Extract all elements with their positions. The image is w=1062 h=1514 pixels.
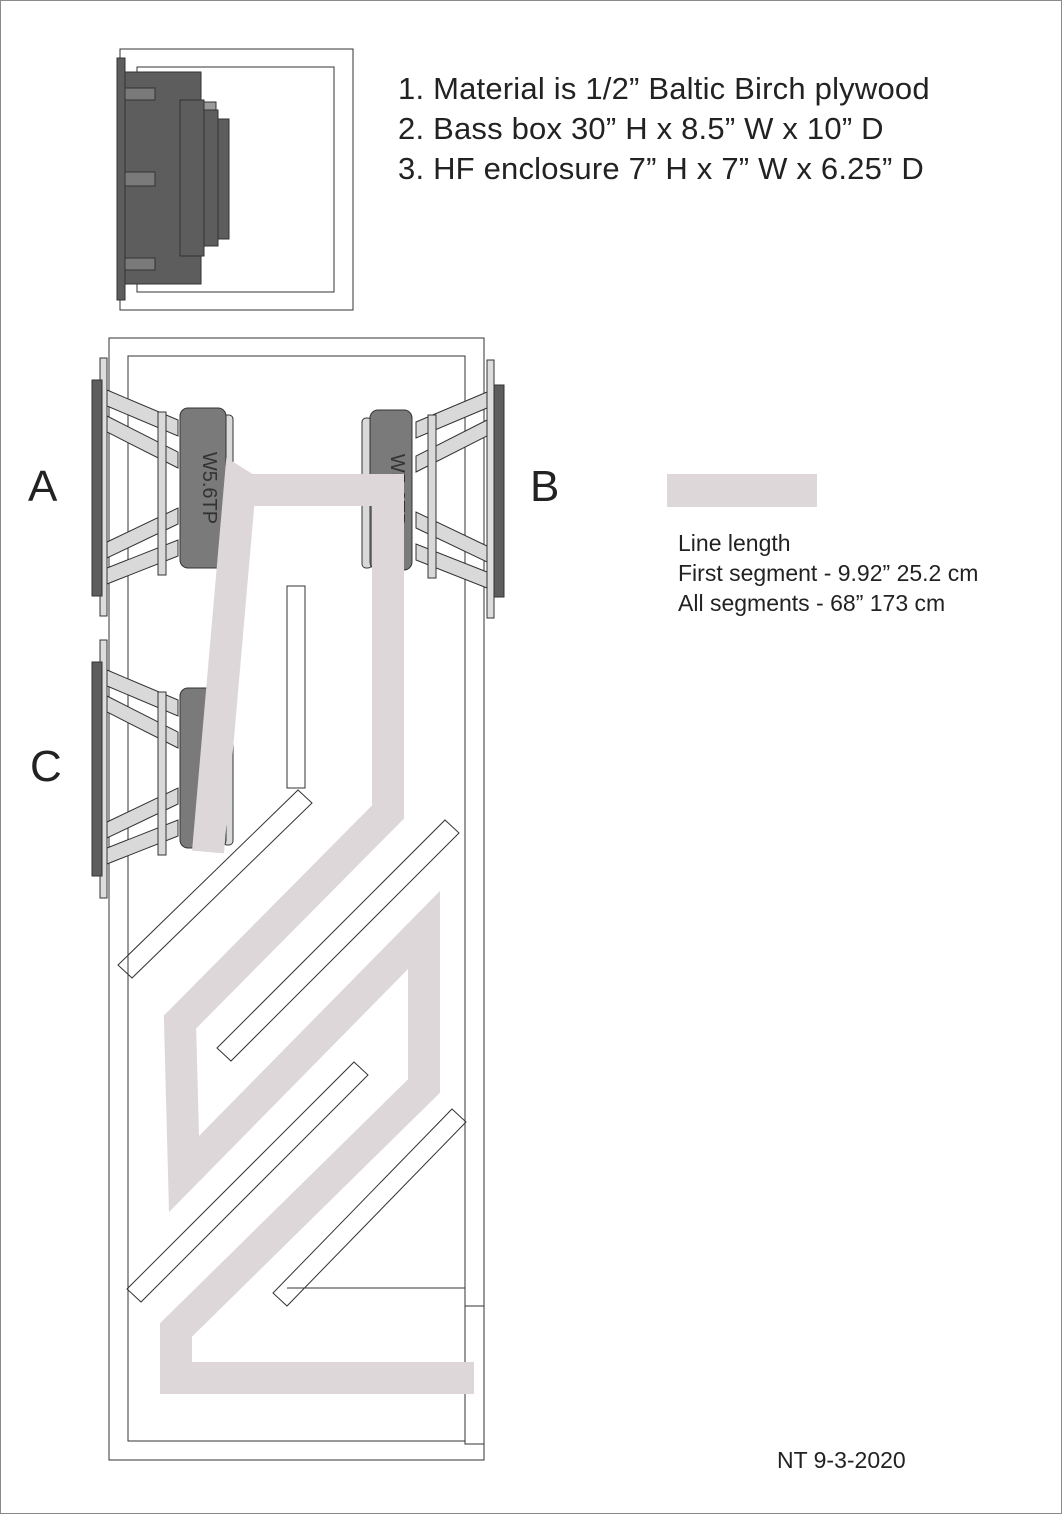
internal-baffles	[117, 585, 485, 1445]
baffle-vertical	[286, 585, 306, 789]
baffle-2	[216, 819, 460, 1062]
legend-title: Line length	[678, 530, 791, 556]
baffle-1	[117, 789, 313, 979]
baffle-3	[126, 1061, 369, 1303]
label-b: B	[530, 462, 560, 511]
note-hf-enclosure: 3. HF enclosure 7” H x 7” W x 6.25” D	[398, 151, 924, 186]
bass-box	[108, 337, 485, 1461]
note-material: 1. Material is 1/2” Baltic Birch plywood	[398, 71, 930, 106]
legend-first-segment: First segment - 9.92” 25.2 cm	[678, 560, 979, 586]
line-path	[160, 457, 474, 1394]
author-date: NT 9-3-2020	[777, 1447, 906, 1473]
hf-enclosure-view	[116, 48, 354, 311]
baffle-base	[287, 1287, 466, 1306]
note-bass-box: 2. Bass box 30” H x 8.5” W x 10” D	[398, 111, 884, 146]
legend-swatch	[667, 474, 817, 507]
baffle-4	[272, 1108, 467, 1307]
driver-a-model-label: W5.6TP	[198, 452, 220, 524]
label-c: C	[30, 742, 62, 791]
legend-all-segments: All segments - 68” 173 cm	[678, 590, 946, 616]
driver-a: W5.6TP	[91, 357, 234, 617]
label-a: A	[28, 462, 58, 511]
